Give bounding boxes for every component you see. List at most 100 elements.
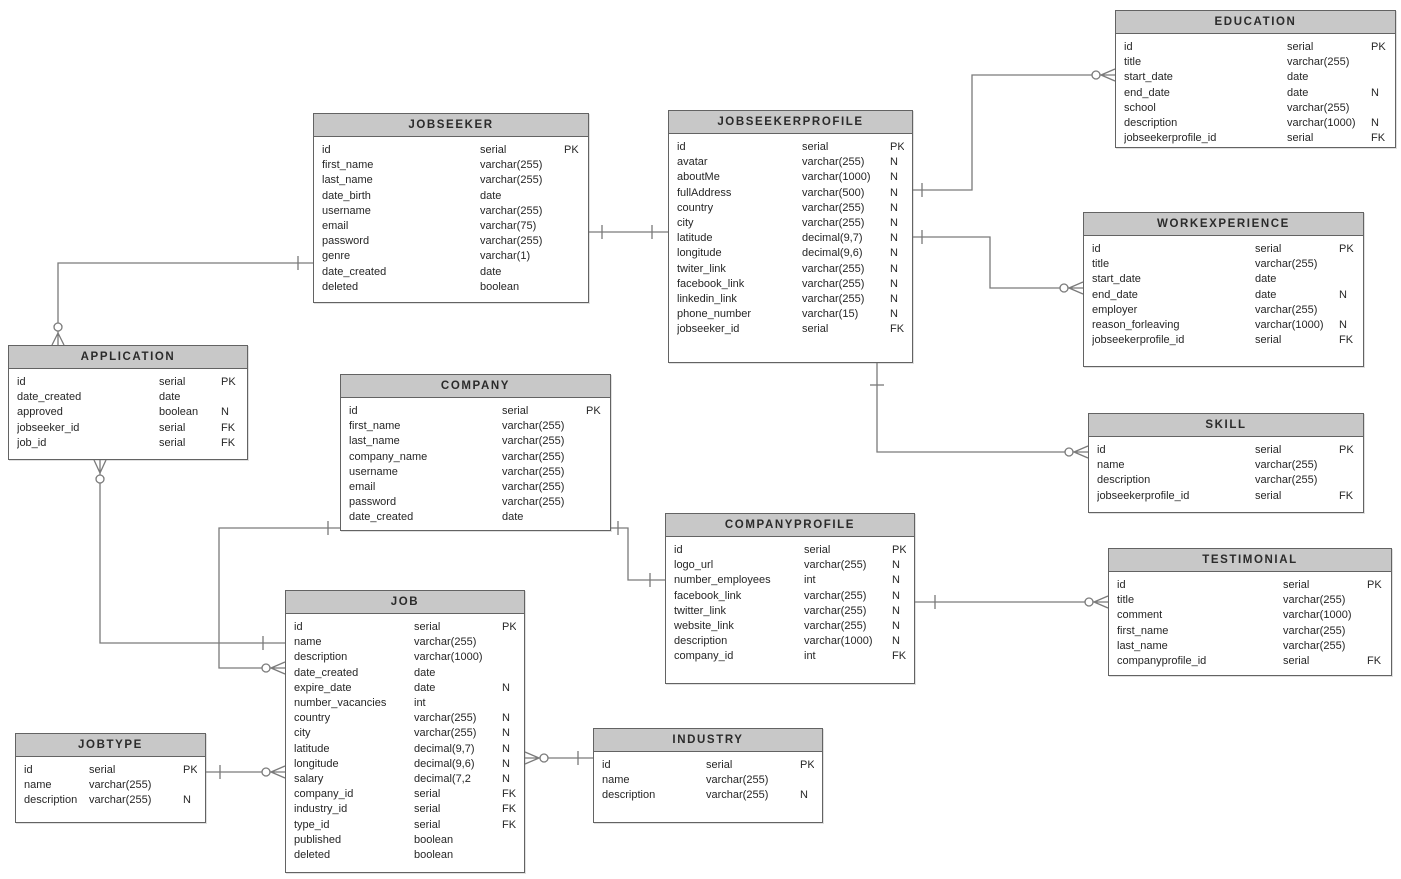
field-name: description [674,635,728,648]
field-flag: N [890,156,898,169]
field-type: varchar(255) [1255,258,1318,271]
field-name: country [294,712,331,725]
field-type: serial [1255,489,1282,502]
field-flag: N [502,681,510,694]
field-flag: N [221,406,229,419]
field-type: boolean [414,833,454,846]
field-type: boolean [159,406,199,419]
field-name: last_name [1117,639,1168,652]
field-flag [586,450,602,465]
field-name: reason_forleaving [1092,319,1180,332]
field-name: logo_url [674,559,714,572]
field-type: date [502,511,524,524]
field-flag: N [890,247,898,260]
field-name: id [1092,243,1101,255]
field-name: type_id [294,818,330,831]
field-type: varchar(1) [480,250,531,263]
field-type: serial [159,421,186,434]
field-flag [800,773,814,788]
field-type: varchar(255) [804,620,867,633]
field-name: name [24,779,52,792]
field-type: varchar(255) [502,435,565,448]
field-flag: FK [1367,655,1382,668]
field-name: genre [322,250,351,263]
rel-jobseekerprofile-skill [870,363,1089,459]
field-flag: PK [1339,444,1354,456]
field-type: serial [802,323,829,336]
field-name: name [1097,459,1125,472]
field-flag: N [1371,86,1379,99]
field-flag [564,265,580,280]
field-flag [586,419,602,434]
field-name: first_name [322,159,374,172]
field-name: company_name [349,450,428,463]
field-flag [1371,101,1387,116]
field-type: decimal(9,7) [414,742,475,755]
field-flag: N [502,727,510,740]
field-type: varchar(75) [480,220,537,233]
field-flag [502,650,516,665]
field-name: latitude [294,742,330,755]
field-name: longitude [677,247,722,260]
field-flag: N [890,262,898,275]
field-type: decimal(9,7) [802,232,863,245]
field-type: varchar(255) [414,727,477,740]
field-type: varchar(500) [802,186,865,199]
field-type: varchar(255) [802,277,865,290]
field-flag: FK [1339,489,1354,502]
field-name: phone_number [677,308,752,321]
field-flag: PK [564,144,579,156]
field-name: description [1097,474,1151,487]
field-name: company_id [294,788,354,801]
field-flag: N [890,186,898,199]
field-flag: PK [1367,579,1382,591]
field-flag: N [890,308,898,321]
field-flag: PK [1339,243,1354,255]
field-flag [564,219,580,234]
field-flag: N [800,789,808,802]
field-type: date [414,681,436,694]
field-type: date [480,189,502,202]
field-type: varchar(255) [502,450,565,463]
field-name: start_date [1092,273,1141,286]
field-flag [502,635,516,650]
field-flag: FK [890,323,904,336]
field-type: varchar(255) [802,217,865,230]
field-type: date [159,391,181,404]
field-name: id [677,141,686,153]
field-flag [502,696,516,711]
field-name: country [677,201,714,214]
field-type: varchar(255) [802,262,865,275]
field-type: varchar(255) [89,779,152,792]
field-name: deleted [294,849,331,862]
field-flag [586,465,602,480]
field-type: varchar(255) [480,174,543,187]
field-type: varchar(255) [502,496,565,509]
field-type: varchar(255) [502,481,565,494]
